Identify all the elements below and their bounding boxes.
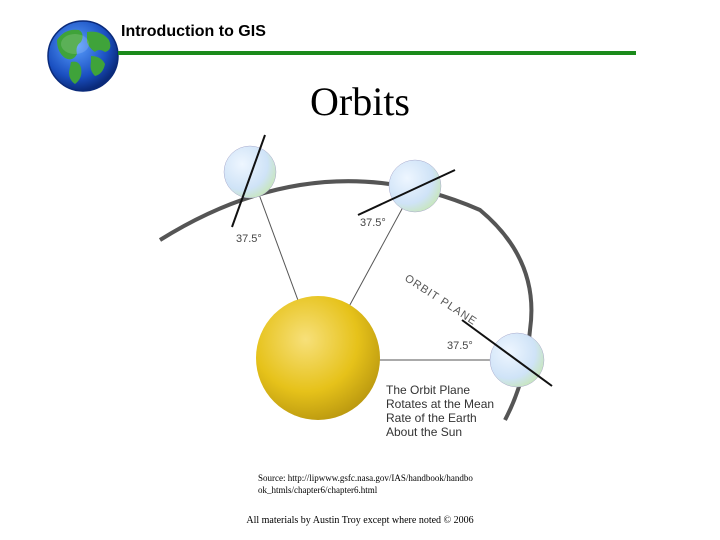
sun-icon xyxy=(256,296,380,420)
earth-icon xyxy=(389,160,441,212)
source-line: ok_htmls/chapter6/chapter6.html xyxy=(258,484,498,496)
caption-line: The Orbit Plane xyxy=(386,383,470,397)
header-divider xyxy=(118,51,636,55)
source-citation: Source: http://lipwww.gsfc.nasa.gov/IAS/… xyxy=(258,472,498,496)
angle-label: 37.5° xyxy=(236,233,262,245)
footer-credit: All materials by Austin Troy except wher… xyxy=(0,515,720,526)
header-title: Introduction to GIS xyxy=(121,23,266,41)
angle-label: 37.5° xyxy=(447,340,473,352)
caption-line: Rate of the Earth xyxy=(386,411,477,425)
orbit-diagram: 37.5° 37.5° 37.5° ORBIT PLANE The Orbit … xyxy=(150,130,570,440)
slide-title: Orbits xyxy=(0,78,720,125)
angle-label: 37.5° xyxy=(360,217,386,229)
orbit-plane-label: ORBIT PLANE xyxy=(402,272,479,328)
source-line: Source: http://lipwww.gsfc.nasa.gov/IAS/… xyxy=(258,472,498,484)
caption-line: Rotates at the Mean xyxy=(386,397,494,411)
caption-line: About the Sun xyxy=(386,425,462,439)
earth-icon xyxy=(224,146,276,198)
diagram-caption: The Orbit Plane Rotates at the Mean Rate… xyxy=(386,383,494,439)
